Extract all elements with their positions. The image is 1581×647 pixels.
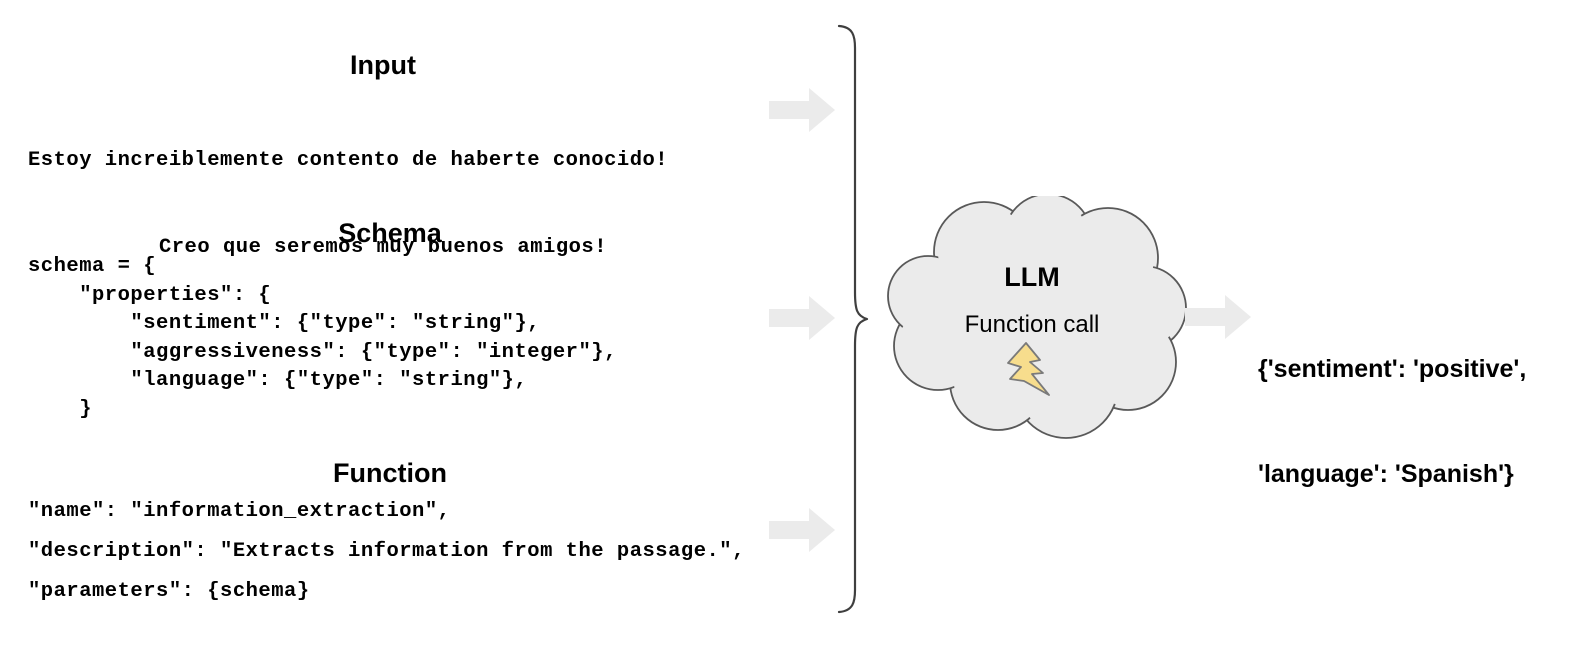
function-code-block: "name": "information_extraction", "descr… bbox=[28, 500, 745, 603]
input-line-1: Estoy increiblemente contento de haberte… bbox=[28, 149, 669, 172]
lightning-bolt-icon bbox=[1002, 341, 1060, 397]
function-section-heading: Function bbox=[333, 458, 447, 488]
input-section-heading: Input bbox=[350, 50, 416, 80]
arrow-right-icon-input bbox=[769, 88, 835, 132]
schema-code-block: schema = { "properties": { "sentiment": … bbox=[28, 255, 617, 421]
arrow-right-icon-schema bbox=[769, 296, 835, 340]
input-text-block: Estoy increiblemente contento de haberte… bbox=[28, 88, 738, 320]
input-line-2: Creo que seremos muy buenos amigos! bbox=[158, 236, 608, 259]
arrow-right-icon-output bbox=[1185, 295, 1251, 339]
schema-section-heading: Schema bbox=[338, 218, 442, 248]
output-line-1: {'sentiment': 'positive', bbox=[1258, 355, 1527, 383]
llm-cloud-shape bbox=[876, 196, 1188, 440]
curly-brace-right bbox=[833, 24, 869, 614]
llm-title: LLM bbox=[1004, 262, 1060, 292]
output-line-2: 'language': 'Spanish'} bbox=[1258, 460, 1514, 488]
arrow-right-icon-function bbox=[769, 508, 835, 552]
output-text-block: {'sentiment': 'positive', 'language': 'S… bbox=[1258, 282, 1526, 562]
llm-subtitle: Function call bbox=[964, 311, 1100, 338]
